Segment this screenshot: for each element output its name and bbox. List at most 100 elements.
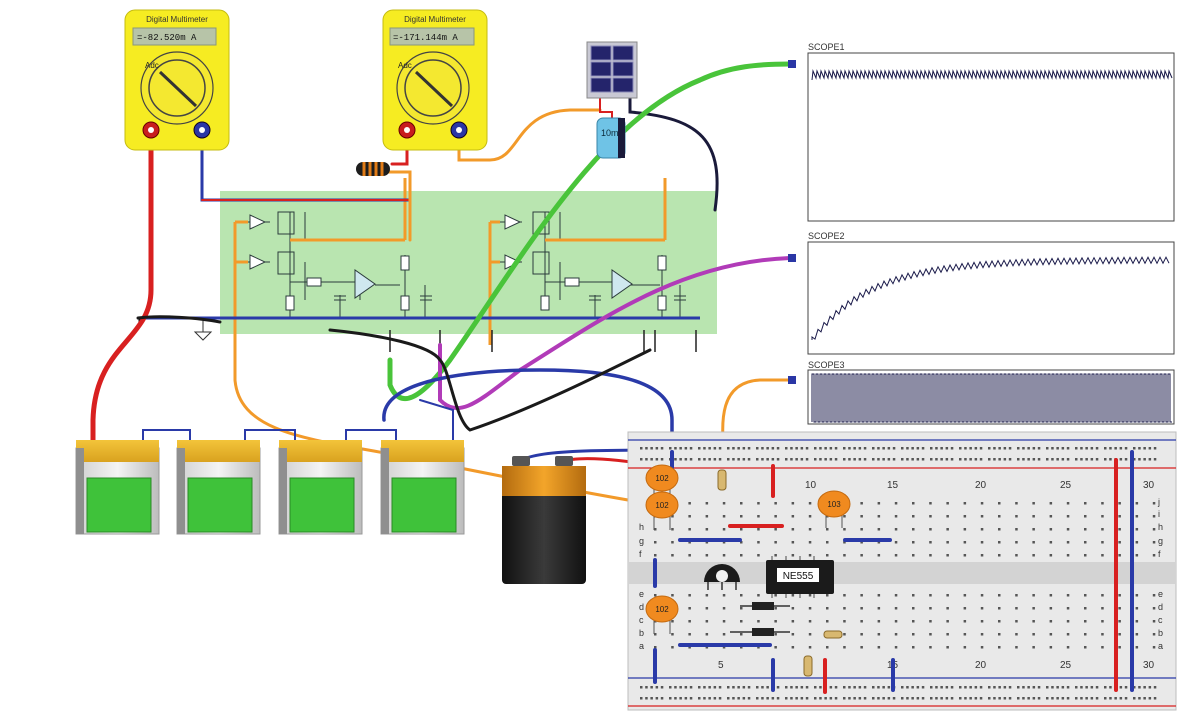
opamp-2 (611, 269, 633, 299)
resistor (400, 295, 410, 311)
scope-probe[interactable] (788, 376, 796, 384)
row-letter: e (1158, 589, 1163, 599)
row-letter: h (1158, 522, 1163, 532)
multimeter-1[interactable]: Digital Multimeter =-82.520m A Adc (124, 9, 230, 151)
scope-label: SCOPE2 (808, 231, 845, 241)
scope-1[interactable]: SCOPE1 (788, 42, 1175, 222)
scope-label: SCOPE3 (808, 360, 845, 370)
resistor[interactable] (717, 469, 727, 491)
wire-red-meter1 (90, 137, 154, 445)
battery-cell[interactable] (75, 440, 160, 535)
wire-black (136, 315, 652, 432)
mosfet-3 (532, 211, 550, 235)
ic-ne555[interactable]: NE555 (766, 556, 834, 598)
nine-volt-battery[interactable] (502, 456, 586, 584)
resistor (657, 295, 667, 311)
wire-green-scope1 (387, 61, 793, 402)
row-letter: d (639, 602, 644, 612)
wires (90, 61, 874, 637)
board-terminals (389, 330, 697, 352)
scope-trace (811, 373, 1172, 423)
scope-trace (811, 256, 1170, 340)
diode[interactable] (752, 628, 774, 636)
wire-meter2-solar (457, 108, 602, 162)
row-letter: e (639, 589, 644, 599)
resistor (400, 255, 410, 271)
row-letter: a (1158, 641, 1163, 651)
breadboard-jumpers (653, 450, 1134, 694)
scope-trace (811, 69, 1173, 81)
mosfet-2 (277, 251, 295, 275)
scope-3[interactable]: SCOPE3 (788, 360, 1175, 425)
capacitor-10m[interactable]: 10m (596, 117, 626, 159)
battery-cell[interactable] (278, 440, 363, 535)
row-letter: h (639, 522, 644, 532)
resistor (540, 295, 550, 311)
solar-panel[interactable] (586, 41, 638, 99)
capacitor-value: 102 (655, 605, 669, 614)
column-number: 30 (1143, 480, 1155, 491)
capacitor-value: 102 (655, 474, 669, 483)
dial-pointer-icon (414, 70, 454, 108)
gate-3 (504, 214, 522, 230)
resistor (306, 277, 322, 287)
column-number: 5 (718, 660, 724, 671)
row-letter: g (639, 536, 644, 546)
dial-pointer-icon (158, 70, 198, 108)
ceramic-capacitor-3[interactable]: 103 (817, 490, 851, 528)
wire-blue-arc (382, 368, 674, 444)
gate-2 (249, 254, 267, 270)
resistor (564, 277, 580, 287)
row-letter: i (1158, 509, 1160, 519)
resistor[interactable] (803, 655, 813, 677)
scope-2[interactable]: SCOPE2 (788, 231, 1175, 355)
meter-reading: =-82.520m A (137, 33, 197, 43)
inductor-coil-icon[interactable] (356, 162, 390, 176)
row-letter: j (1157, 497, 1160, 507)
wire-magenta-scope2 (438, 256, 792, 411)
resistor[interactable] (823, 630, 843, 639)
board-capacitors (334, 295, 686, 301)
resistor (285, 295, 295, 311)
column-number: 30 (1143, 660, 1155, 671)
column-number: 20 (975, 480, 987, 491)
scope-label: SCOPE1 (808, 42, 845, 52)
opamp-1 (354, 269, 376, 299)
column-number: 10 (805, 480, 817, 491)
breadboard: 10 15 20 25 30 5 15 20 25 30 h g f e d c… (627, 431, 1177, 711)
scope-probe[interactable] (788, 60, 796, 68)
battery-cell[interactable] (176, 440, 261, 535)
row-letter: f (639, 549, 642, 559)
meter-display (389, 27, 475, 46)
gate-1 (249, 214, 267, 230)
meter-title: Digital Multimeter (146, 15, 208, 24)
potentiometer[interactable] (704, 564, 740, 590)
ceramic-capacitor-4[interactable]: 102 (645, 595, 679, 634)
mosfet-4 (532, 251, 550, 275)
breadboard-holes (640, 447, 1157, 700)
scope-screen (807, 241, 1175, 355)
capacitor-value: 102 (655, 501, 669, 510)
ceramic-capacitor-2[interactable]: 102 (645, 491, 679, 530)
row-letter: f (1158, 549, 1161, 559)
meter-mode: Adc (145, 61, 159, 70)
diode[interactable] (752, 602, 774, 610)
resistor (657, 255, 667, 271)
meter-mode: Adc (398, 61, 412, 70)
battery-pack (75, 440, 465, 535)
scope-screen (807, 369, 1175, 425)
row-letter: b (639, 628, 644, 638)
multimeter-2[interactable]: Digital Multimeter =-171.144m A Adc (382, 9, 488, 151)
scope-probe[interactable] (788, 254, 796, 262)
mosfet-1 (277, 211, 295, 235)
circuit-board (138, 178, 717, 352)
row-letter: c (639, 615, 644, 625)
meter-title: Digital Multimeter (404, 15, 466, 24)
battery-cell[interactable] (380, 440, 465, 535)
scope-screen (807, 52, 1175, 222)
circuit-board-panel (220, 191, 717, 334)
ic-label: NE555 (783, 571, 814, 582)
column-number: 25 (1060, 480, 1072, 491)
meter-display (132, 27, 217, 46)
